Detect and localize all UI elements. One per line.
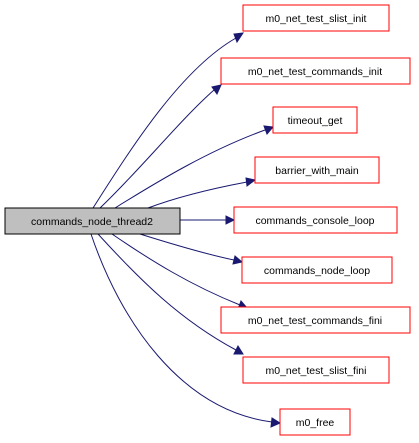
node-label-m0-net-test-slist-init: m0_net_test_slist_init [266,13,367,25]
edge-to-barrier-with-main [147,181,248,209]
edge-to-m0-free [90,233,273,423]
arrowhead-barrier-with-main [245,177,257,187]
arrowhead-commands-console-loop [225,215,236,225]
arrowhead-m0-net-test-commands-init [211,84,222,96]
arrowhead-m0-net-test-slist-fini [233,344,244,355]
node-commands-console-loop[interactable]: commands_console_loop [233,206,398,234]
node-label-commands-console-loop: commands_console_loop [255,215,374,227]
node-m0-net-test-commands-init[interactable]: m0_net_test_commands_init [220,57,411,85]
arrowhead-m0-net-test-slist-init [233,32,245,44]
edge-to-m0-net-test-commands-fini [111,233,241,306]
node-label-barrier-with-main: barrier_with_main [275,165,359,177]
root-node[interactable]: commands_node_thread2 [4,207,181,235]
edge-to-m0-net-test-slist-fini [97,233,237,351]
node-commands-node-loop[interactable]: commands_node_loop [241,256,393,284]
arrowhead-timeout-get [263,125,274,135]
node-label-m0-net-test-commands-init: m0_net_test_commands_init [248,66,382,78]
node-label-m0-net-test-slist-fini: m0_net_test_slist_fini [266,365,367,377]
root-node-label: commands_node_thread2 [31,216,153,228]
node-label-commands-node-loop: commands_node_loop [264,265,370,277]
node-label-m0-free: m0_free [296,417,335,429]
node-barrier-with-main[interactable]: barrier_with_main [254,156,380,184]
edges [90,32,282,428]
node-label-m0-net-test-commands-fini: m0_net_test_commands_fini [248,315,382,327]
arrowhead-m0-free [270,417,282,428]
node-timeout-get[interactable]: timeout_get [272,106,358,134]
node-m0-net-test-commands-fini[interactable]: m0_net_test_commands_fini [220,306,411,334]
node-m0-net-test-slist-init[interactable]: m0_net_test_slist_init [242,4,390,32]
node-m0-net-test-slist-fini[interactable]: m0_net_test_slist_fini [242,356,390,384]
node-label-timeout-get: timeout_get [288,115,343,127]
edge-to-commands-node-loop [139,233,235,261]
node-m0-free[interactable]: m0_free [279,408,351,436]
edge-to-m0-net-test-slist-init [92,37,237,209]
arrowhead-commands-node-loop [232,255,244,265]
edge-to-m0-net-test-commands-init [99,89,215,209]
edge-to-timeout-get [114,129,266,209]
